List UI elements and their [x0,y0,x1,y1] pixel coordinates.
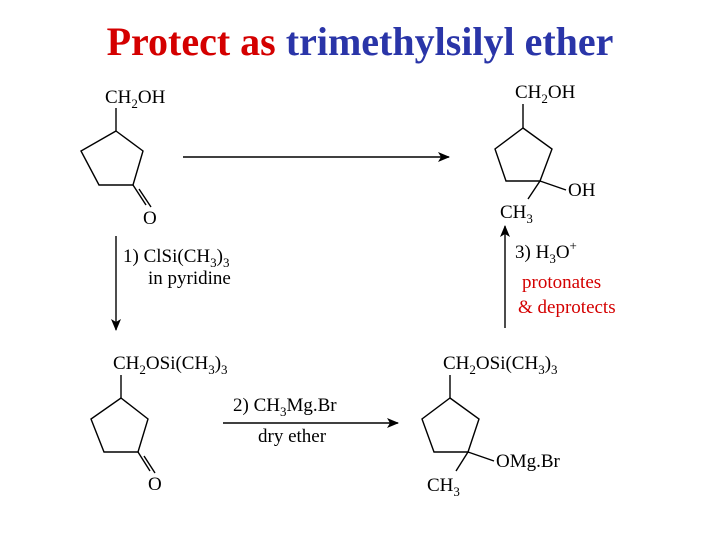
alkoxide-substituent-label: CH2OSi(CH3)3 [443,353,558,377]
start-ring [80,130,144,186]
product-methyl-label: CH3 [500,202,533,226]
step2-reagent: 2) CH3Mg.Br [233,395,337,419]
product-substituent-label: CH2OH [515,82,576,106]
protected-carbonyl-oxygen: O [148,474,162,495]
step3-note-protonates: protonates [522,272,601,293]
alkoxide-molecule: CH2OSi(CH3)3 OMg.Br CH3 [421,353,561,499]
protected-substituent-label: CH2OSi(CH3)3 [113,353,228,377]
alkoxide-ring [421,397,480,453]
product-ring [494,127,553,182]
protected-ring [90,397,149,453]
start-molecule: CH2OH O [80,87,166,229]
title-part-tms-ether: trimethylsilyl ether [285,19,614,64]
title-part-protect: Protect as [106,19,276,64]
slide-title: Protect as trimethylsilyl ether [0,18,720,66]
step1-reagent: 1) ClSi(CH3)3 [123,246,229,270]
alkoxide-methyl-label: CH3 [427,475,460,499]
alkoxide-label: OMg.Br [496,451,561,472]
step3-reagent: 3) H3O+ [515,238,577,266]
step1-solvent: in pyridine [148,268,231,289]
product-hydroxyl-label: OH [568,180,596,201]
protected-molecule: CH2OSi(CH3)3 O [90,353,228,495]
start-substituent-label: CH2OH [105,87,166,111]
step3-note-deprotects: & deprotects [518,297,616,318]
start-carbonyl-oxygen: O [143,208,157,229]
product-molecule: CH2OH OH CH3 [494,82,596,226]
step2-solvent: dry ether [258,426,327,447]
